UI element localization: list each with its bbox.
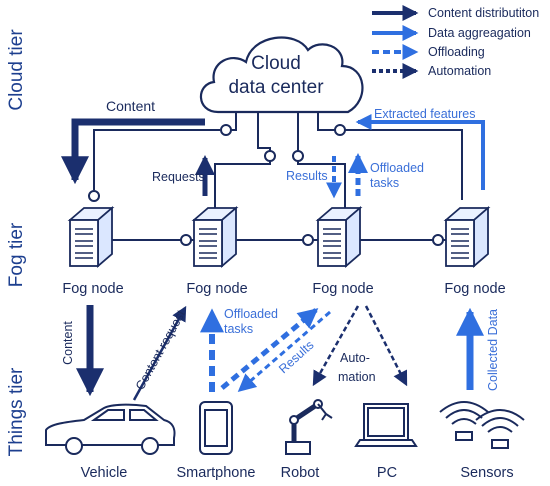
label-requests: Requests: [152, 170, 205, 184]
tier-label-cloud: Cloud tier: [6, 29, 27, 111]
connector-ports: [88, 124, 444, 246]
label-offloaded-bottom-2: tasks: [224, 322, 253, 336]
smartphone-icon: [199, 401, 233, 455]
automation-arrow-robot: [312, 305, 360, 387]
offloading-arrow-diagonal: [220, 308, 319, 390]
legend-automation: Automation: [428, 64, 491, 78]
fog-node-1: [69, 207, 113, 267]
cloud-data-center: Cloud data center: [199, 36, 364, 114]
label-automation-2: mation: [338, 370, 376, 384]
fog-node-label-1: Fog node: [62, 281, 123, 297]
tier-label-fog: Fog tier: [6, 222, 27, 287]
fog-node-4: [445, 207, 489, 267]
robot-icon: [285, 399, 333, 455]
label-results-bottom: Results: [276, 338, 316, 376]
automation-arrow-pc: [364, 305, 408, 387]
label-collected-data: Collected Data: [486, 309, 500, 391]
sensors-icon: [439, 401, 525, 449]
label-content-request: Content request: [133, 307, 189, 392]
tier-label-things: Things tier: [6, 367, 27, 456]
fog-node-3: [317, 207, 361, 267]
fog-node-2: [193, 207, 237, 267]
data-aggregation-arrow-top: [355, 114, 485, 190]
fog-node-label-4: Fog node: [444, 281, 505, 297]
cloud-connectors: [93, 112, 463, 241]
fog-node-label-2: Fog node: [186, 281, 247, 297]
label-offloaded-top-1: Offloaded: [370, 161, 424, 175]
pc-icon: [354, 403, 418, 447]
cloud-label-line1: Cloud: [251, 53, 301, 74]
legend-data-aggregation: Data aggreagation: [428, 26, 531, 40]
content-request-arrow: [132, 305, 187, 401]
fog-node-label-3: Fog node: [312, 281, 373, 297]
content-distribution-arrow-top: [61, 118, 205, 185]
device-label-vehicle: Vehicle: [81, 465, 128, 481]
device-label-sensors: Sensors: [460, 465, 513, 481]
label-offloaded-bottom-1: Offloaded: [224, 307, 278, 321]
device-label-robot: Robot: [281, 465, 320, 481]
legend: Content distributiton Data aggreagation …: [372, 5, 539, 79]
legend-offloading: Offloading: [428, 45, 485, 59]
label-content-top: Content: [106, 98, 155, 114]
legend-content-distribution: Content distributiton: [428, 6, 539, 20]
cloud-label-line2: data center: [228, 77, 324, 98]
label-automation-1: Auto-: [340, 351, 370, 365]
device-label-smartphone: Smartphone: [177, 465, 256, 481]
label-results-top: Results: [286, 169, 328, 183]
vehicle-icon: [45, 403, 176, 455]
label-offloaded-top-2: tasks: [370, 176, 399, 190]
label-content-bottom: Content: [61, 321, 75, 365]
device-label-pc: PC: [377, 465, 397, 481]
label-extracted-features: Extracted features: [374, 107, 475, 121]
